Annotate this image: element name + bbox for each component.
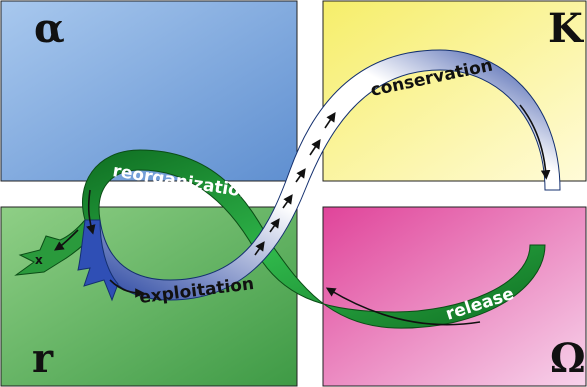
exit-marker-x: x	[35, 253, 43, 267]
exploitation-head	[77, 219, 119, 302]
quadrant-r-letter: r	[32, 335, 54, 382]
exploitation-conservation-band	[84, 49, 561, 301]
quadrant-omega	[322, 206, 587, 387]
quadrant-omega-letter: Ω	[550, 335, 586, 382]
quadrant-alpha-letter: α	[34, 5, 65, 52]
quadrant-kappa-letter: K	[548, 5, 584, 52]
flow-arrows	[54, 104, 551, 326]
